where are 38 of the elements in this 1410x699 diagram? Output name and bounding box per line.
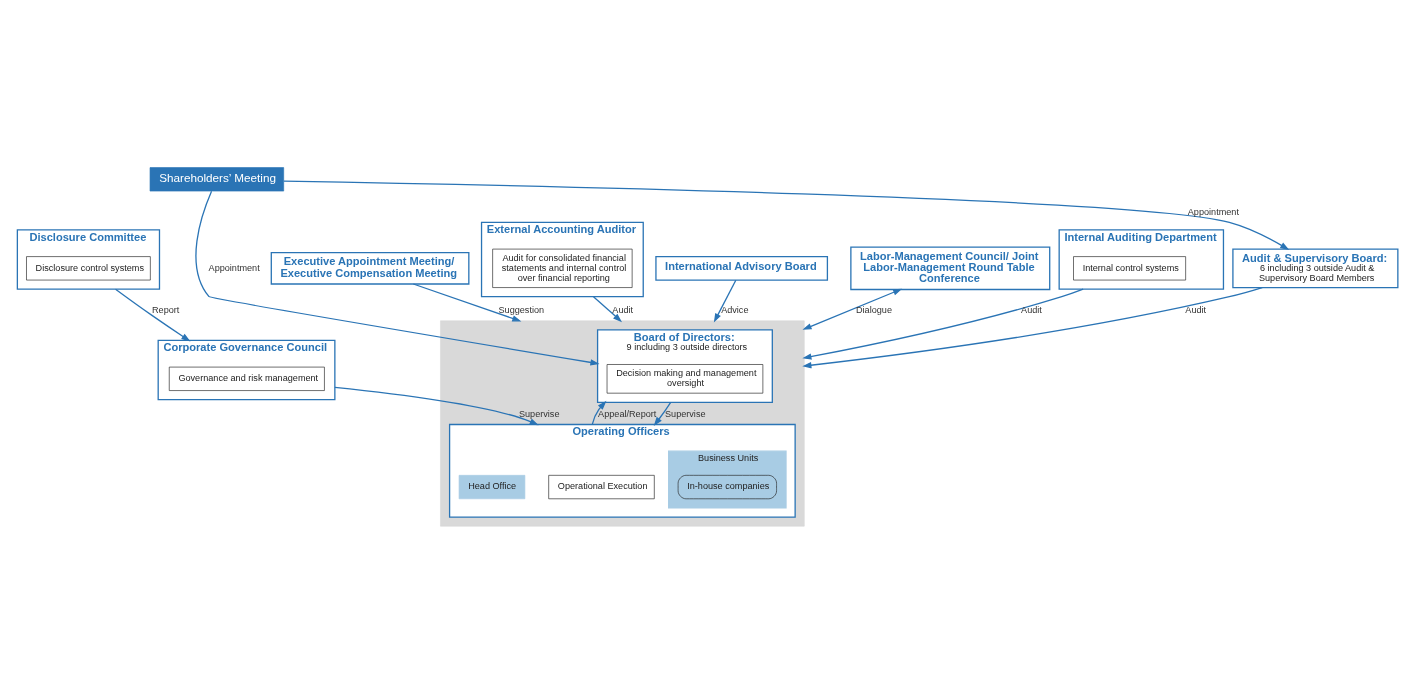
node-box: Head Office [458,475,526,500]
edge-label: Audit [1021,305,1042,316]
edge-label: Dialogue [856,305,892,316]
arrow [334,386,539,426]
edge-label: Audit [1185,305,1207,316]
arrow [653,401,672,427]
node-box: Decision making and management oversight [606,364,764,394]
cluster [440,320,805,527]
arrow [802,288,903,330]
node-box: Operational Execution [548,475,655,500]
arrow [412,283,522,322]
edge-label: Appointment [208,262,260,273]
node-box: Internal control systems [1073,256,1186,281]
edge-label: Supervise [665,408,706,419]
edge-label: Report [152,305,180,316]
edge-label: Supervise [518,408,560,419]
node-box: In-house companies [677,475,777,500]
arrow [195,190,600,366]
arrow [802,286,1263,369]
arrow [592,296,623,323]
node-box: International Advisory Board [655,255,829,281]
arrow [713,279,737,323]
edge-label: Appointment [1187,206,1239,217]
node-box: Disclosure control systems [26,256,151,281]
arrow [802,288,1084,360]
node-box: Shareholders’ Meeting [149,167,284,192]
edge-label: Suggestion [498,305,545,316]
node-box: Executive Appointment Meeting/ Executive Compensation Meeting [270,252,470,285]
edge-label: Advice [721,305,749,316]
edge-label: Appeal/Report [598,408,657,419]
edge-label: Audit [612,305,634,316]
arrow [114,288,191,342]
arrow [591,400,607,426]
arrow [283,180,1290,250]
node-box: Governance and risk management [168,366,325,391]
node-box: Audit for consolidated financial statements and internal control over financial reporting [492,248,633,288]
node-box: Audit & Supervisory Board: 6 including 3 outside Audit & Supervisory Board Members [1232,248,1399,289]
node-box: Labor-Management Council/ Joint Labor-Management Round Table Conference [850,246,1051,291]
